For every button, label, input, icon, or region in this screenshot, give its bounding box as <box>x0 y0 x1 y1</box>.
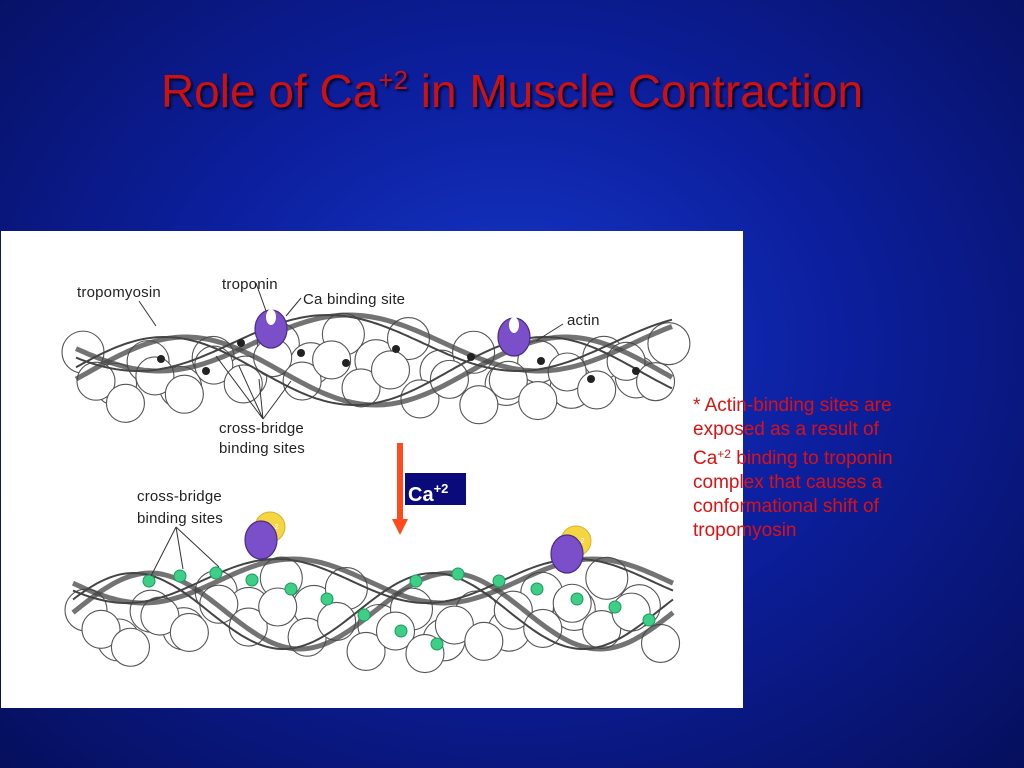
troponin-unbound <box>254 309 288 349</box>
covered-site <box>467 353 475 361</box>
exposed-binding-site <box>357 608 371 622</box>
troponin-complex <box>550 534 584 574</box>
covered-site <box>632 367 640 375</box>
exposed-binding-site <box>173 569 187 583</box>
exposed-binding-site <box>608 600 622 614</box>
top-label-pointers <box>138 282 564 420</box>
label-cross-bridge-top-2: binding sites <box>219 440 305 457</box>
troponin-ca-bound: Ca+2 <box>550 525 592 574</box>
note-line-5: conformational shift of <box>693 496 879 517</box>
covered-site <box>587 375 595 383</box>
note-line-4: complex that causes a <box>693 472 883 493</box>
actin-bead <box>370 350 411 390</box>
actin-bead <box>317 601 357 641</box>
actin-bead <box>258 587 298 627</box>
actin-bead <box>110 627 150 667</box>
exposed-binding-site <box>209 566 223 580</box>
exposed-binding-site <box>451 567 465 581</box>
covered-site <box>157 355 165 363</box>
top-troponin-group <box>254 309 531 357</box>
label-troponin: troponin <box>222 276 278 293</box>
note-line-3: Ca+2 binding to troponin <box>693 442 983 471</box>
covered-site <box>392 345 400 353</box>
actin-bead <box>518 381 558 421</box>
exposed-binding-site <box>570 592 584 606</box>
ca-box-sup: +2 <box>433 481 449 496</box>
ca-binding-pocket <box>509 317 519 333</box>
exposed-binding-site <box>409 574 423 588</box>
exposed-binding-sites <box>142 566 656 651</box>
covered-site <box>342 359 350 367</box>
ca-box-base: Ca <box>408 484 434 506</box>
exposed-binding-site <box>492 574 506 588</box>
arrow-head <box>392 519 408 535</box>
actin-bead <box>169 612 209 652</box>
actin-bead <box>400 379 440 419</box>
troponin-ca-bound: Ca+2 <box>244 511 286 560</box>
calcium-arrow-label: Ca+2 <box>405 473 466 506</box>
note-line-1: * Actin-binding sites are <box>693 395 892 416</box>
exposed-binding-site <box>394 624 408 638</box>
note-ca-sup: +2 <box>717 447 731 461</box>
exposed-binding-site <box>284 582 298 596</box>
explanation-note: * Actin-binding sites are exposed as a r… <box>693 394 983 543</box>
label-ca-binding-site: Ca binding site <box>303 291 406 308</box>
label-tropomyosin: tropomyosin <box>77 284 161 301</box>
exposed-binding-site <box>530 582 544 596</box>
covered-site <box>537 357 545 365</box>
bottom-label-pointers <box>150 526 220 577</box>
actin-bead <box>81 609 121 649</box>
tropomyosin-strand <box>71 570 675 652</box>
actin-bead <box>464 621 504 661</box>
exposed-binding-site <box>642 613 656 627</box>
actin-bead <box>493 590 533 630</box>
label-cross-bridge-bottom-2: binding sites <box>137 510 223 527</box>
note-line-3-rest: binding to troponin <box>730 448 893 469</box>
label-actin: actin <box>567 312 600 329</box>
calcium-arrow <box>392 443 408 535</box>
note-line-6: tropomyosin <box>693 520 797 541</box>
actin-bead <box>164 374 204 414</box>
filament-drawing: Ca+2Ca+2 <box>61 282 691 674</box>
tropomyosin-strand <box>74 312 673 374</box>
exposed-binding-site <box>142 574 156 588</box>
actin-bead <box>105 383 145 423</box>
exposed-binding-site <box>245 573 259 587</box>
covered-site <box>297 349 305 357</box>
top-tropomyosin-strand <box>74 312 674 408</box>
title-suffix: in Muscle Contraction <box>407 65 864 117</box>
actin-bead <box>585 556 629 600</box>
ca-binding-pocket <box>266 309 276 325</box>
actin-bead <box>223 364 263 404</box>
troponin-unbound <box>497 317 531 357</box>
bottom-troponin-group: Ca+2 Ca+2 <box>244 511 592 574</box>
covered-site <box>202 367 210 375</box>
actin-bead <box>459 385 499 425</box>
top-covered-sites <box>157 339 640 383</box>
tropomyosin-strand <box>72 571 674 650</box>
note-ca-base: Ca <box>693 448 718 469</box>
title-prefix: Role of Ca <box>160 65 379 117</box>
actin-bead <box>312 340 352 380</box>
title-superscript: +2 <box>378 65 408 95</box>
exposed-binding-site <box>320 592 334 606</box>
label-cross-bridge-top-1: cross-bridge <box>219 420 304 437</box>
covered-site <box>237 339 245 347</box>
tropomyosin-strand <box>75 335 673 406</box>
note-line-2: exposed as a result of <box>693 419 879 440</box>
muscle-filament-diagram: Ca+2Ca+2 tropomyosin troponin Ca binding… <box>1 231 743 708</box>
actin-bead <box>346 631 386 671</box>
exposed-binding-site <box>430 637 444 651</box>
label-cross-bridge-bottom-1: cross-bridge <box>137 488 222 505</box>
slide-title: Role of Ca+2 in Muscle Contraction <box>0 64 1024 118</box>
actin-bead <box>135 356 175 396</box>
actin-bead <box>341 368 381 408</box>
troponin-complex <box>244 520 278 560</box>
tropomyosin-strand <box>75 313 673 372</box>
actin-bead <box>577 370 617 410</box>
